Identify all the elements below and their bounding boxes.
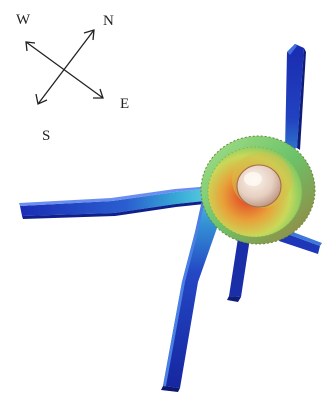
compass-arrow-ne-sw <box>35 29 95 105</box>
compass-rose-icon: W N E S <box>16 12 129 144</box>
compass-label-north: N <box>103 13 114 29</box>
compass-label-east: E <box>120 96 129 112</box>
compass-arrow-nw-se <box>25 41 104 99</box>
blade-lower-long <box>161 196 218 392</box>
compass-label-west: W <box>16 12 31 28</box>
rotor-model <box>19 44 322 392</box>
compass-label-south: S <box>42 128 50 144</box>
blade-left <box>19 186 214 219</box>
rotor-hub <box>200 135 316 245</box>
blade-lower-small <box>227 238 250 302</box>
blade-upper <box>285 44 306 150</box>
